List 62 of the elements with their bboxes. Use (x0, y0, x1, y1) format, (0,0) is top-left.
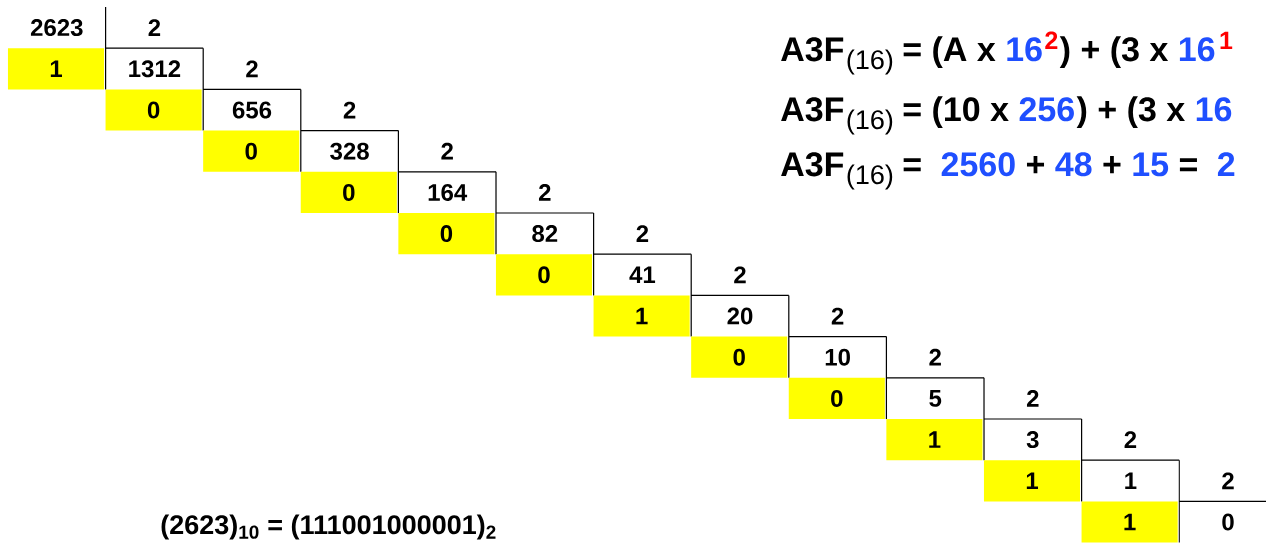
divisor-number: 2 (343, 101, 356, 119)
equation-term: 2560 (941, 152, 1015, 177)
divisor-number: 2 (929, 348, 941, 366)
equation-term: (16) (847, 109, 893, 135)
divisor-number: 2 (1124, 431, 1137, 448)
remainder-cell: 0 (788, 377, 885, 419)
equation-term: = (1179, 158, 1197, 172)
equation-term: 15 (1133, 152, 1169, 177)
dividend-number: 2623 (30, 19, 83, 37)
divisor-number: 2 (831, 307, 844, 325)
remainder-cell: 0 (398, 213, 495, 255)
equation-term: = (A x (903, 36, 996, 69)
remainder-cell: 0 (691, 336, 788, 378)
quotient-number: 10 (825, 348, 850, 366)
quotient-number: 1312 (129, 60, 181, 78)
equation-term: = (10 x (903, 96, 1009, 129)
quotient-number: 656 (232, 101, 272, 119)
equation-term: 1 (1220, 31, 1233, 49)
equation-term: A3F (781, 37, 844, 62)
quotient-number: 41 (629, 266, 656, 284)
remainder-cell: 1 (983, 460, 1081, 502)
equation-term: (16) (847, 49, 893, 75)
quotient-number: 328 (330, 142, 369, 160)
equation-term: A3F (781, 97, 844, 122)
quotient-number: 20 (727, 307, 753, 325)
divisor-number: 2 (1026, 390, 1039, 407)
divisor-number: 2 (148, 19, 161, 36)
equation-term: 16 (1196, 97, 1232, 122)
equation-term: 2 (1045, 31, 1058, 49)
quotient-number: 82 (532, 225, 558, 243)
equation-term: A3F (781, 152, 844, 177)
quotient-number: 1 (1125, 472, 1137, 490)
remainder-cell: 1 (1081, 501, 1178, 543)
remainder-cell: 0 (300, 171, 397, 213)
equation-term: (16) (847, 164, 893, 190)
divisor-number: 2 (1222, 472, 1234, 490)
quotient-number: 164 (428, 183, 468, 201)
divisor-number: 2 (538, 184, 551, 201)
quotient-number: 0 (1222, 513, 1234, 531)
remainder-cell: 1 (593, 295, 690, 337)
equation-term: = (903, 158, 921, 172)
remainder-cell: 1 (7, 48, 105, 90)
result-equation: (2623)$_{10}$ = (111001000001)$_{2}$ (161, 514, 496, 540)
equation-term: 2 (1217, 152, 1235, 176)
equation-term: + (1027, 156, 1045, 174)
equation-term: 48 (1055, 152, 1092, 177)
remainder-cell: 0 (105, 89, 202, 131)
equation-term: ) + (3 x (1059, 36, 1169, 69)
quotient-number: 3 (1026, 431, 1039, 449)
remainder-cell: 1 (886, 419, 983, 461)
divisor-number: 2 (734, 266, 746, 284)
divisor-number: 2 (441, 142, 453, 160)
equation-term: 256 (1019, 97, 1074, 122)
equation-term: ) + (3 x (1076, 96, 1185, 129)
equation-term: + (1103, 156, 1121, 174)
equation-term: 16 (1179, 37, 1215, 62)
equation-term: 16 (1007, 37, 1042, 62)
quotient-number: 5 (929, 390, 942, 407)
divisor-number: 2 (246, 60, 258, 78)
remainder-cell: 0 (495, 254, 593, 296)
remainder-cell: 0 (203, 130, 300, 172)
divisor-number: 2 (636, 225, 649, 242)
